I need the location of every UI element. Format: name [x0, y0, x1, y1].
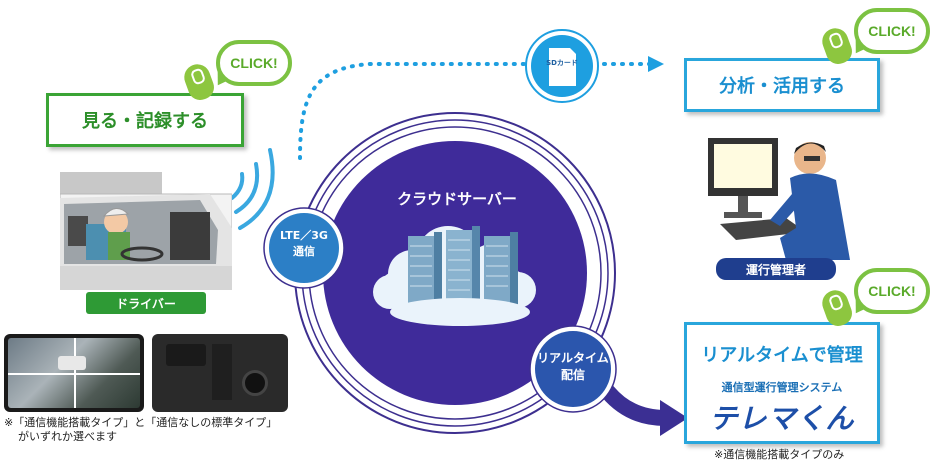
sd-card-label: SDカード	[546, 59, 578, 67]
cloud-server-title: クラウドサーバー	[397, 190, 517, 208]
realtime-label: リアルタイム	[537, 351, 609, 365]
driver-label: ドライバー	[86, 292, 206, 314]
dashcam-front-photo	[4, 334, 144, 412]
see-record-label: 見る・記録する	[82, 111, 208, 132]
click-bubble-3[interactable]: CLICK!	[844, 268, 930, 320]
realtime-subtitle: 通信型運行管理システム	[721, 381, 843, 394]
see-record-box[interactable]: 見る・記録する	[46, 93, 244, 147]
click-bubble-2[interactable]: CLICK!	[844, 8, 930, 60]
manager-illustration	[708, 138, 850, 260]
click-label-1: CLICK!	[216, 40, 292, 86]
note-line-1: ※「通信機能搭載タイプ」と「通信なしの標準タイプ」	[4, 416, 278, 429]
lte-circle: LTE／3G 通信	[262, 228, 346, 260]
analyze-label: 分析・活用する	[719, 76, 845, 97]
realtime-sub: 配信	[560, 368, 585, 382]
manager-label: 運行管理者	[716, 258, 836, 280]
lte-sub: 通信	[293, 245, 315, 258]
truck-driver-illustration	[60, 172, 232, 290]
click-label-3: CLICK!	[854, 268, 930, 314]
realtime-circle: リアルタイム 配信	[528, 350, 618, 384]
click-bubble-1[interactable]: CLICK!	[206, 40, 292, 92]
sd-card-circle	[525, 29, 599, 103]
click-label-2: CLICK!	[854, 8, 930, 54]
lte-label: LTE／3G	[280, 229, 328, 242]
lte-circle-bg	[263, 207, 345, 289]
dashcam-back-photo	[152, 334, 288, 412]
bottom-right-note: ※通信機能搭載タイプのみ	[714, 448, 845, 461]
bottom-left-note: ※「通信機能搭載タイプ」と「通信なしの標準タイプ」 がいずれか選べます	[4, 416, 277, 444]
note-line-2: がいずれか選べます	[18, 430, 117, 443]
realtime-management-box[interactable]: リアルタイムで管理 通信型運行管理システム テレマくん	[684, 322, 880, 444]
telemakun-brand: テレマくん	[709, 402, 855, 435]
realtime-circle-bg	[529, 325, 617, 413]
realtime-title: リアルタイムで管理	[701, 345, 863, 366]
analyze-box[interactable]: 分析・活用する	[684, 58, 880, 112]
